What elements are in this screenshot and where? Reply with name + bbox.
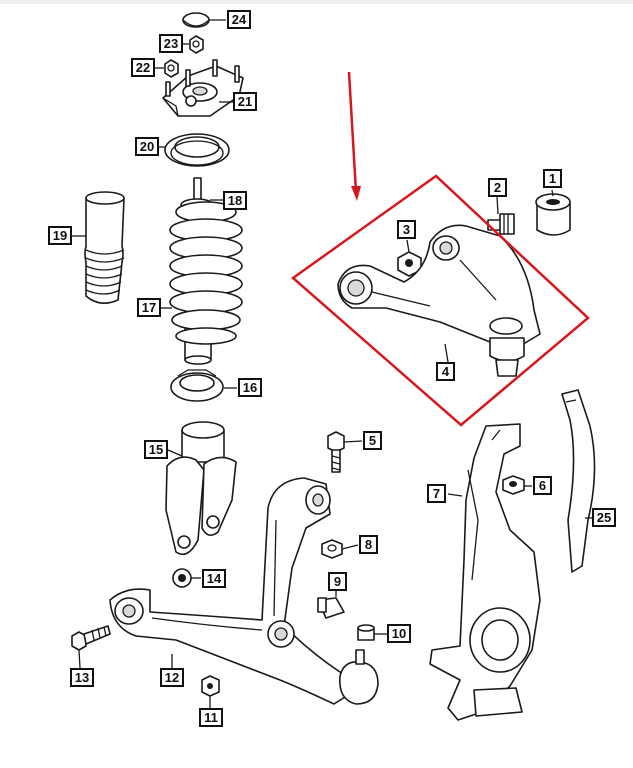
part-24-dust-cap xyxy=(182,12,210,28)
callout-15: 15 xyxy=(144,440,168,459)
callout-6: 6 xyxy=(533,476,552,495)
part-20-bearing xyxy=(164,133,230,167)
callout-24: 24 xyxy=(227,10,251,29)
leader-lines xyxy=(72,19,592,708)
part-11-nut xyxy=(201,675,220,697)
part-23-nut xyxy=(189,35,204,54)
callout-13: 13 xyxy=(70,668,94,687)
callout-12: 12 xyxy=(160,668,184,687)
callout-10: 10 xyxy=(387,624,411,643)
part-21-strut-mount xyxy=(162,59,244,117)
highlight-arrow-head xyxy=(351,186,361,201)
callout-11: 11 xyxy=(199,708,223,727)
callout-18: 18 xyxy=(223,191,247,210)
callout-9: 9 xyxy=(328,572,347,591)
callout-1: 1 xyxy=(543,169,562,188)
part-4-upper-control-arm xyxy=(337,224,541,377)
part-22-nut xyxy=(164,59,179,78)
part-25-splash-shield xyxy=(561,389,596,573)
callout-3: 3 xyxy=(397,220,416,239)
part-15-lower-bracket xyxy=(165,421,237,556)
part-10-nut xyxy=(357,624,375,641)
callout-5: 5 xyxy=(363,431,382,450)
part-14-bushing xyxy=(172,568,192,588)
part-8-nut xyxy=(321,539,343,559)
part-6-nut xyxy=(502,475,525,495)
part-2-bolt xyxy=(487,213,515,235)
callout-21: 21 xyxy=(233,92,257,111)
part-9-sensor xyxy=(317,597,345,619)
callout-23: 23 xyxy=(159,34,183,53)
lower-ball-joint xyxy=(339,649,379,705)
top-border-strip xyxy=(0,0,633,4)
part-7-steering-knuckle xyxy=(429,423,541,721)
callout-17: 17 xyxy=(137,298,161,317)
callout-8: 8 xyxy=(359,535,378,554)
callout-2: 2 xyxy=(488,178,507,197)
part-13-bolt xyxy=(71,625,111,651)
callout-19: 19 xyxy=(48,226,72,245)
part-19-dust-boot xyxy=(84,191,125,304)
part-12-lower-control-arm xyxy=(109,477,357,705)
part-17-coil-spring xyxy=(169,201,243,365)
callout-25: 25 xyxy=(592,508,616,527)
callout-14: 14 xyxy=(202,569,226,588)
callout-7: 7 xyxy=(427,484,446,503)
highlight-box xyxy=(290,174,590,427)
callout-22: 22 xyxy=(131,58,155,77)
part-5-bolt xyxy=(327,431,345,473)
part-16-isolator xyxy=(170,369,224,402)
callout-20: 20 xyxy=(135,137,159,156)
callout-16: 16 xyxy=(238,378,262,397)
callout-4: 4 xyxy=(436,362,455,381)
highlight-arrow-shaft xyxy=(347,71,358,193)
part-1-bushing xyxy=(535,193,571,236)
